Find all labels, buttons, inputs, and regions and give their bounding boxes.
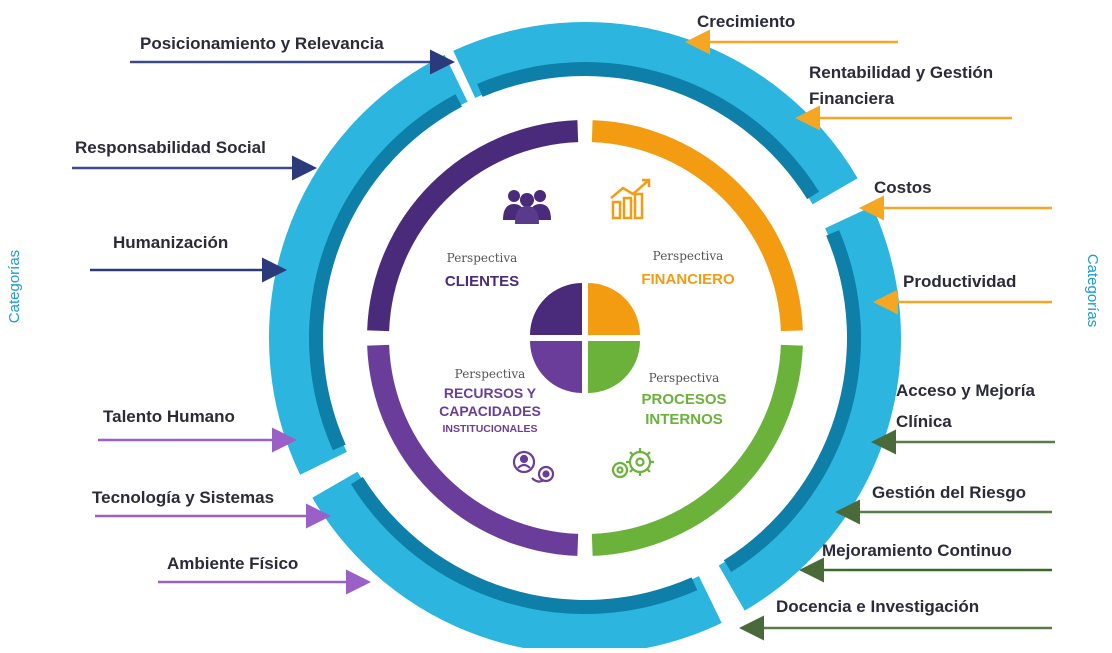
gears-icon — [611, 448, 654, 479]
perspective-name-1: RECURSOS Y — [444, 385, 537, 401]
center-pie-quarter — [530, 283, 582, 335]
category-label-mejoramiento: Mejoramiento Continuo — [822, 541, 1012, 560]
category-label-rentabilidad-1: Rentabilidad y Gestión — [809, 63, 994, 82]
category-label-rentabilidad-2: Financiera — [809, 89, 895, 108]
category-label-acceso-2: Clínica — [896, 412, 952, 431]
ring-segment-shadow — [477, 61, 820, 200]
perspective-quadrants — [367, 120, 803, 556]
perspective-pre: Perspectiva — [455, 367, 526, 381]
category-label-docencia: Docencia e Investigación — [776, 597, 980, 616]
categories-right-label: Categorías — [1084, 253, 1102, 328]
perspective-clientes: Perspectiva CLIENTES — [445, 251, 519, 290]
perspective-procesos: Perspectiva PROCESOS INTERNOS — [641, 371, 726, 428]
category-label-ambiente: Ambiente Físico — [167, 554, 299, 573]
category-label-crecimiento: Crecimiento — [697, 12, 796, 31]
category-label-tecnologia: Tecnología y Sistemas — [92, 488, 275, 507]
perspective-name-1: PROCESOS — [641, 391, 726, 408]
perspective-financiero: Perspectiva FINANCIERO — [641, 249, 735, 288]
center-pie-quarter — [588, 283, 640, 335]
category-label-posicionamiento: Posicionamiento y Relevancia — [140, 34, 384, 53]
quadrant-procesos-arc — [591, 344, 803, 556]
category-label-acceso-1: Acceso y Mejoría — [896, 381, 1035, 400]
category-label-productividad: Productividad — [903, 272, 1017, 291]
center-pie-quarter — [530, 341, 582, 393]
categories-left-label: Categorías — [6, 249, 24, 324]
quadrant-recursos-arc — [367, 344, 579, 556]
perspective-pre: Perspectiva — [447, 251, 518, 265]
outer-ring — [265, 18, 905, 653]
perspective-name-2: INTERNOS — [645, 411, 723, 428]
perspective-name: CLIENTES — [445, 273, 519, 290]
people-gear-icon — [512, 450, 555, 483]
ring-segment-shadow — [308, 94, 462, 451]
category-label-humanizacion: Humanización — [113, 233, 229, 252]
perspective-recursos: Perspectiva RECURSOS Y CAPACIDADES INSTI… — [439, 367, 541, 435]
perspective-name-3: INSTITUCIONALES — [442, 423, 537, 435]
perspective-name-2: CAPACIDADES — [439, 403, 541, 419]
center-pie-quarter — [588, 341, 640, 393]
perspective-pre: Perspectiva — [649, 371, 720, 385]
category-arrows — [72, 29, 1055, 641]
quadrant-clientes-arc — [367, 120, 579, 332]
perspective-pre: Perspectiva — [653, 249, 724, 263]
people-group-icon — [503, 190, 551, 224]
category-label-responsabilidad: Responsabilidad Social — [75, 138, 266, 157]
growth-chart-icon — [610, 178, 651, 220]
ring-segment-shadow — [723, 230, 861, 573]
ring-segment-shadow — [350, 476, 698, 614]
category-label-costos: Costos — [874, 178, 932, 197]
quadrant-financiero-arc — [591, 120, 803, 332]
category-label-riesgo: Gestión del Riesgo — [872, 483, 1026, 502]
perspective-name: FINANCIERO — [641, 271, 735, 288]
category-label-talento: Talento Humano — [103, 407, 235, 426]
